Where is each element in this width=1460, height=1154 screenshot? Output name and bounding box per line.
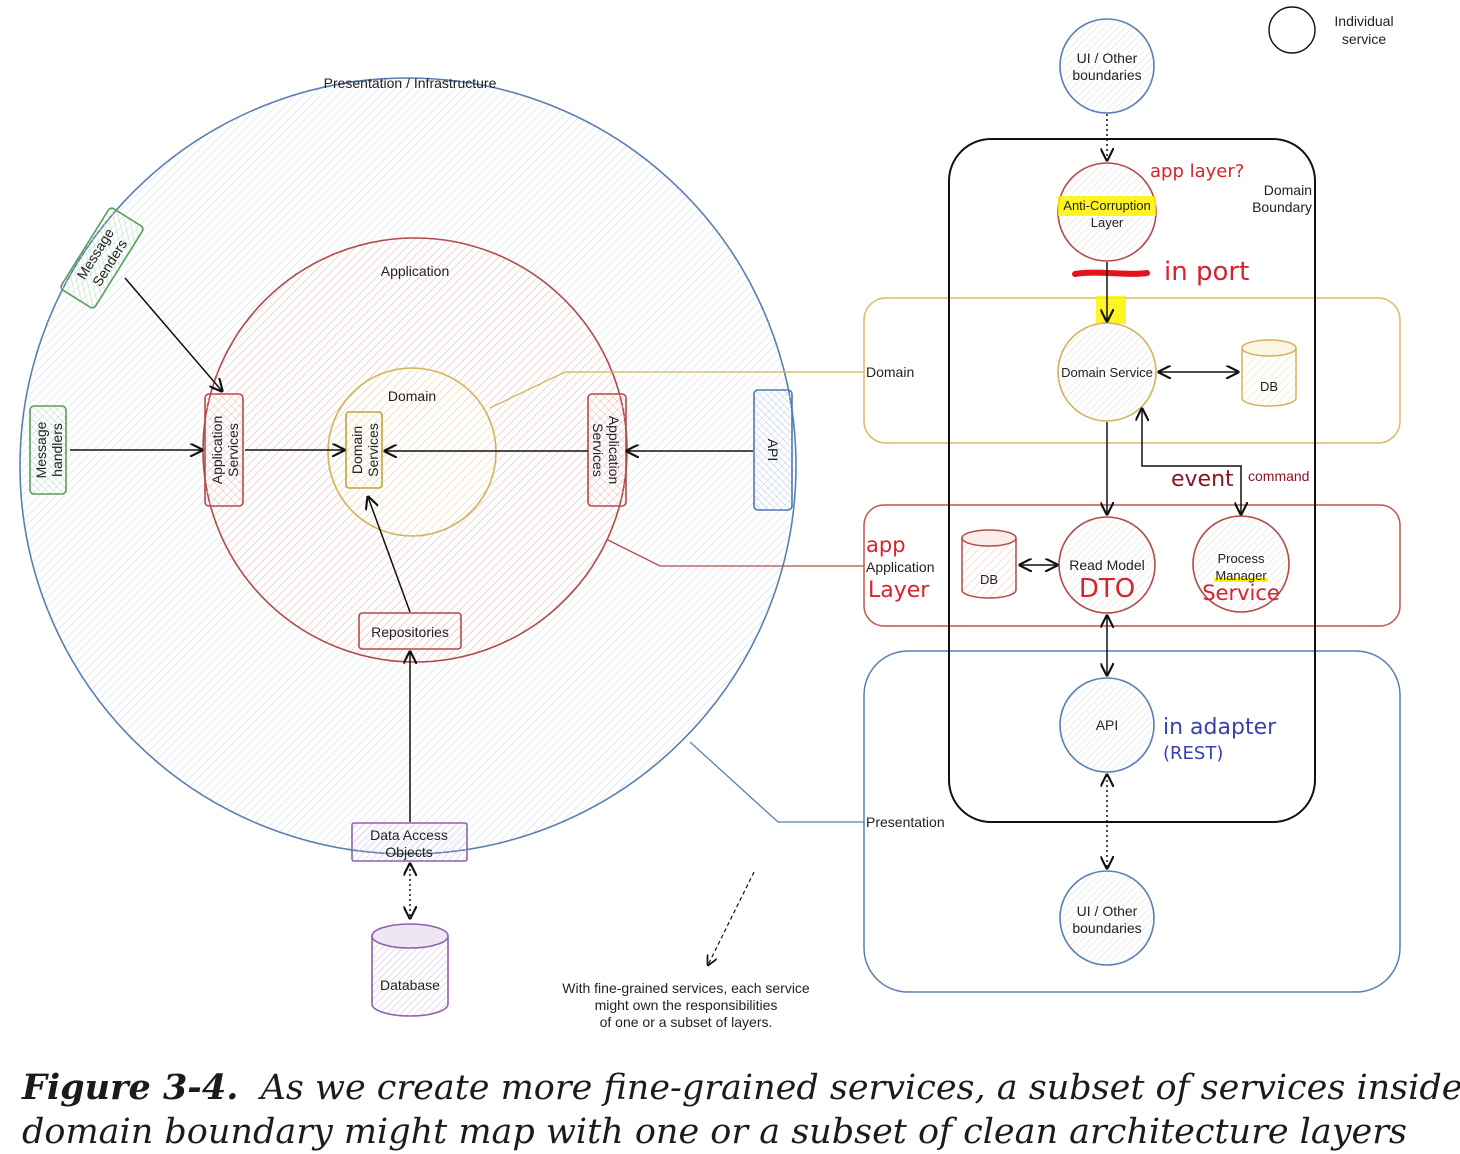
svg-text:Anti-Corruption: Anti-Corruption xyxy=(1063,198,1150,213)
svg-text:app layer?: app layer? xyxy=(1150,161,1244,182)
outer-circle-label: Presentation / Infrastructure xyxy=(324,75,497,91)
left-arrows xyxy=(70,277,753,918)
svg-text:API: API xyxy=(765,439,781,462)
svg-text:Services: Services xyxy=(365,423,381,477)
svg-text:API: API xyxy=(1096,717,1119,733)
svg-text:Layer: Layer xyxy=(1091,215,1124,230)
presentation-band: Presentation xyxy=(863,650,1401,993)
svg-text:Boundary: Boundary xyxy=(1252,199,1312,215)
svg-text:Objects: Objects xyxy=(385,844,432,860)
svg-text:Services: Services xyxy=(590,423,606,477)
process-manager: Process Manager Service xyxy=(1192,515,1290,613)
svg-text:Domain: Domain xyxy=(349,426,365,474)
svg-text:DTO: DTO xyxy=(1079,574,1135,604)
message-handlers-box: Message handlers xyxy=(29,405,67,495)
domain-boundary: Domain Boundary xyxy=(948,138,1316,823)
legend-circle-icon xyxy=(1268,6,1316,54)
caption-line-2: domain boundary might map with one or a … xyxy=(22,1112,1407,1152)
svg-text:Presentation: Presentation xyxy=(866,814,945,830)
svg-text:DB: DB xyxy=(1260,379,1278,394)
svg-text:service: service xyxy=(1342,31,1387,47)
caption-line-1: Figure 3-4. As we create more fine-grain… xyxy=(22,1066,1460,1110)
svg-text:With fine-grained services, ea: With fine-grained services, each service xyxy=(562,980,810,996)
svg-text:Domain: Domain xyxy=(1264,182,1312,198)
anti-corruption-layer: Anti-Corruption Layer app layer? xyxy=(1057,161,1244,262)
domain-services-box: Domain Services xyxy=(345,411,383,489)
svg-text:Domain: Domain xyxy=(866,364,914,380)
repositories-box: Repositories xyxy=(358,612,462,650)
svg-text:Read Model: Read Model xyxy=(1069,557,1145,573)
data-access-objects-box: Data Access Objects xyxy=(351,822,468,862)
domain-band: Domain xyxy=(863,297,1401,444)
svg-text:UI / Other: UI / Other xyxy=(1077,50,1138,66)
svg-text:Application: Application xyxy=(606,416,622,485)
figure-caption: Figure 3-4. As we create more fine-grain… xyxy=(22,1066,1460,1154)
ui-other-boundaries-bottom: UI / Other boundaries xyxy=(1059,870,1155,966)
domain-service: Domain Service xyxy=(1057,322,1157,422)
svg-text:boundaries: boundaries xyxy=(1072,67,1141,83)
svg-text:app: app xyxy=(866,533,906,557)
application-services-right-box: Application Services xyxy=(587,393,627,507)
svg-text:Application: Application xyxy=(209,416,225,485)
svg-text:Message: Message xyxy=(33,421,49,478)
database-cylinder: Database xyxy=(371,923,449,1017)
svg-text:UI / Other: UI / Other xyxy=(1077,903,1138,919)
fine-grained-note: With fine-grained services, each service… xyxy=(562,871,810,1030)
caption-text-1: As we create more fine-grained services,… xyxy=(260,1068,1460,1108)
svg-text:Domain Service: Domain Service xyxy=(1061,365,1153,380)
svg-text:Manager: Manager xyxy=(1215,568,1267,583)
application-band: app Application Layer xyxy=(863,504,1401,627)
svg-text:in adapter: in adapter xyxy=(1163,715,1277,740)
svg-text:(REST): (REST) xyxy=(1163,743,1223,764)
in-port-annotation: in port xyxy=(1072,257,1249,324)
acl-highlight xyxy=(1058,196,1156,216)
application-services-left-box: Application Services xyxy=(204,393,244,507)
band-connectors xyxy=(489,371,864,823)
svg-text:Data Access: Data Access xyxy=(370,827,448,843)
inner-circle-label: Domain xyxy=(388,388,436,404)
svg-text:Layer: Layer xyxy=(868,578,930,603)
svg-text:Service: Service xyxy=(1202,581,1280,605)
svg-text:Services: Services xyxy=(225,423,241,477)
right-arrows xyxy=(1020,114,1241,868)
svg-text:Repositories: Repositories xyxy=(371,624,449,640)
svg-text:handlers: handlers xyxy=(49,423,65,477)
legend: Individual service xyxy=(1268,6,1394,54)
svg-text:DB: DB xyxy=(980,572,998,587)
db-domain: DB xyxy=(1241,339,1297,407)
svg-text:Application: Application xyxy=(866,559,935,575)
svg-text:Individual: Individual xyxy=(1334,13,1393,29)
figure-number: Figure 3-4. xyxy=(22,1067,239,1108)
svg-text:might own the responsibilities: might own the responsibilities xyxy=(595,997,778,1013)
api-left-box: API xyxy=(753,389,793,511)
svg-text:command: command xyxy=(1248,468,1309,484)
db-application: DB xyxy=(961,529,1017,599)
svg-text:in port: in port xyxy=(1164,257,1249,287)
svg-text:event: event xyxy=(1171,467,1234,492)
svg-text:of one or a subset of layers.: of one or a subset of layers. xyxy=(600,1014,773,1030)
svg-text:Process: Process xyxy=(1218,551,1265,566)
ui-other-boundaries-top: UI / Other boundaries xyxy=(1059,18,1155,114)
api-right: API in adapter (REST) xyxy=(1059,677,1277,773)
middle-circle-label: Application xyxy=(381,263,450,279)
event-command-annotation: event command xyxy=(1171,467,1309,492)
svg-text:boundaries: boundaries xyxy=(1072,920,1141,936)
read-model: Read Model DTO xyxy=(1058,516,1156,614)
svg-text:Database: Database xyxy=(380,977,440,993)
